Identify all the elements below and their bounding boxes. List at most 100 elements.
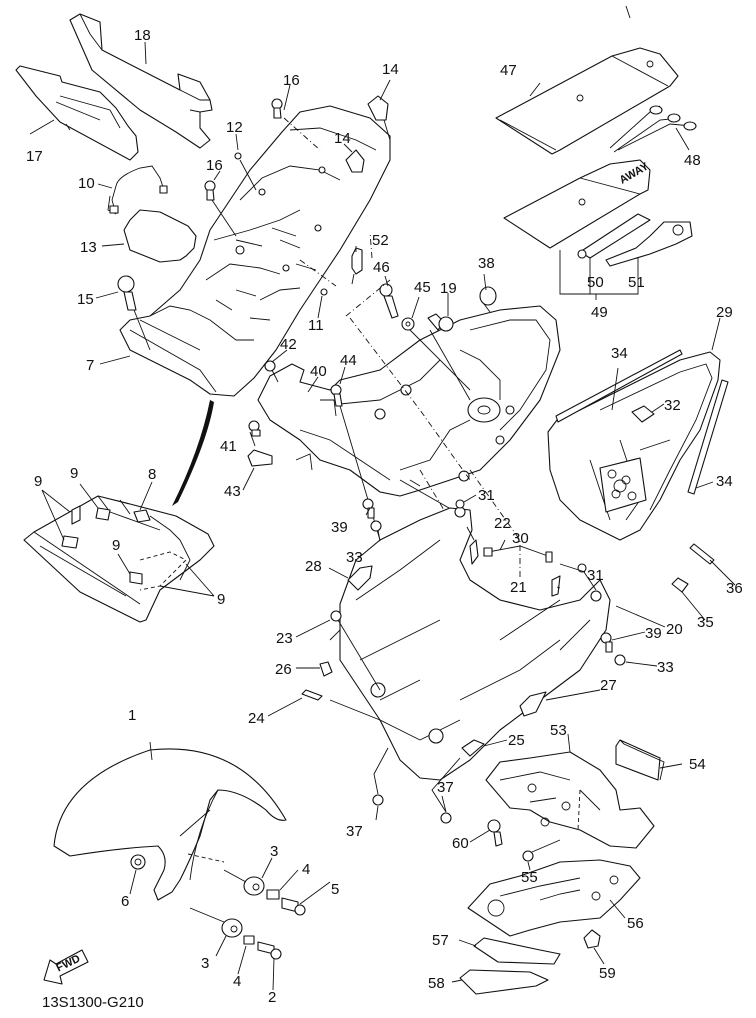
part-51-wrench[interactable] <box>605 221 693 267</box>
part-13-sheet[interactable] <box>123 209 197 263</box>
callout-leaders-9 <box>41 481 215 597</box>
part-30-cable[interactable] <box>483 545 553 563</box>
part-40-inner-fender[interactable] <box>257 305 561 497</box>
part-39-screw-upper[interactable] <box>362 498 375 519</box>
part-26-damper[interactable] <box>319 661 333 677</box>
callout-3-upper: 3 <box>270 843 278 860</box>
part-36-damper[interactable] <box>689 543 715 565</box>
callout-46: 46 <box>373 259 390 276</box>
callout-43: 43 <box>224 483 241 500</box>
part-17-cover[interactable] <box>15 65 139 161</box>
part-23-nut[interactable] <box>330 610 381 691</box>
callout-47: 47 <box>500 62 517 79</box>
part-24-damper[interactable] <box>301 689 323 701</box>
part-52-clip[interactable] <box>351 247 363 285</box>
part-28-damper[interactable] <box>347 565 373 591</box>
part-21-damper[interactable] <box>551 575 561 597</box>
part-58-stay[interactable] <box>459 969 549 995</box>
part-33-nut-upper[interactable] <box>370 520 382 532</box>
callout-7: 7 <box>86 357 94 374</box>
callout-40: 40 <box>310 363 327 380</box>
callout-39-lower: 39 <box>645 625 662 642</box>
part-27-damper[interactable] <box>519 691 547 717</box>
part-55-nut[interactable] <box>522 839 561 862</box>
part-5-bolt[interactable] <box>281 897 306 916</box>
part-16-rivet-upper[interactable] <box>271 98 321 151</box>
part-53-license-bracket[interactable] <box>485 751 655 849</box>
part-6-nut[interactable] <box>130 854 146 870</box>
part-59-nut[interactable] <box>583 929 601 949</box>
part-34-seal-upper[interactable] <box>555 349 683 423</box>
callout-33-lower: 33 <box>657 659 674 676</box>
part-3-damper-lower[interactable] <box>189 907 243 938</box>
callout-21: 21 <box>510 579 527 596</box>
part-15-bolt[interactable] <box>117 275 151 351</box>
part-60-screw[interactable] <box>487 819 503 847</box>
part-37-rivet-left[interactable] <box>372 747 389 806</box>
part-57-stay[interactable] <box>473 937 561 965</box>
callout-29: 29 <box>716 304 733 321</box>
callout-31-lower: 31 <box>587 567 604 584</box>
callout-30: 30 <box>512 530 529 547</box>
part-34-seal-right[interactable] <box>687 379 729 495</box>
fwd-direction-arrow: FWD <box>43 949 89 985</box>
callout-44: 44 <box>340 352 357 369</box>
callout-26: 26 <box>275 661 292 678</box>
part-4-collar-upper[interactable] <box>266 889 280 900</box>
callout-9-c: 9 <box>112 537 120 554</box>
callout-16-lower: 16 <box>206 157 223 174</box>
part-56-bracket[interactable] <box>467 859 641 937</box>
callout-14-top: 14 <box>382 61 399 78</box>
part-16-rivet-lower[interactable] <box>204 180 237 237</box>
part-37-rivet-right[interactable] <box>431 757 461 824</box>
part-42-grommet[interactable] <box>264 360 279 383</box>
callout-34-right: 34 <box>716 473 733 490</box>
part-19-lock[interactable] <box>427 313 471 401</box>
part-10-band[interactable] <box>107 165 168 215</box>
callout-11: 11 <box>308 317 324 334</box>
detail-tray[interactable] <box>23 495 215 623</box>
part-14-clip-mid[interactable] <box>345 149 365 173</box>
callout-41: 41 <box>220 438 237 455</box>
part-38-clamp[interactable] <box>479 286 497 313</box>
part-33-nut-lower[interactable] <box>614 654 626 666</box>
callout-leaders <box>29 5 736 991</box>
part-35-damper[interactable] <box>671 577 689 593</box>
part-45-washer[interactable] <box>401 317 471 391</box>
part-54-reflector[interactable] <box>615 739 665 781</box>
part-20-rear-fender[interactable] <box>329 506 611 781</box>
callout-25: 25 <box>508 732 525 749</box>
part-29-rear-cover[interactable] <box>547 351 721 541</box>
part-18-cover[interactable] <box>69 13 213 149</box>
part-22-damper[interactable] <box>469 539 479 565</box>
part-32-damper[interactable] <box>631 405 655 423</box>
part-11-nut[interactable] <box>299 259 337 296</box>
part-48-band[interactable] <box>609 105 697 153</box>
part-47-bag[interactable] <box>495 47 679 155</box>
part-50-extension[interactable] <box>577 213 651 259</box>
part-3-damper-upper[interactable] <box>223 869 265 896</box>
callout-22: 22 <box>494 515 511 532</box>
callout-49: 49 <box>591 304 608 321</box>
part-25-damper[interactable] <box>461 739 485 757</box>
detail-arrow <box>172 400 214 506</box>
part-43-damper[interactable] <box>247 449 273 467</box>
callout-10: 10 <box>78 175 95 192</box>
part-41-nut[interactable] <box>248 420 261 437</box>
part-49-toolkit-bag[interactable]: AWAY <box>503 159 651 249</box>
callout-6: 6 <box>121 893 129 910</box>
part-4-collar-lower[interactable] <box>243 935 255 945</box>
callout-14-mid: 14 <box>334 130 351 147</box>
callout-27: 27 <box>600 677 617 694</box>
part-14-clip-top[interactable] <box>367 95 391 141</box>
part-7-tray[interactable] <box>119 105 391 397</box>
part-2-bolt[interactable] <box>257 941 282 960</box>
callout-57: 57 <box>432 932 449 949</box>
part-31-grommet-upper[interactable] <box>455 499 465 509</box>
part-39-screw-lower[interactable] <box>600 632 613 653</box>
part-12-grommet[interactable] <box>234 152 257 191</box>
callout-20: 20 <box>666 621 683 638</box>
part-1-front-fender[interactable] <box>53 748 287 901</box>
part-46-bolt[interactable] <box>379 283 399 319</box>
